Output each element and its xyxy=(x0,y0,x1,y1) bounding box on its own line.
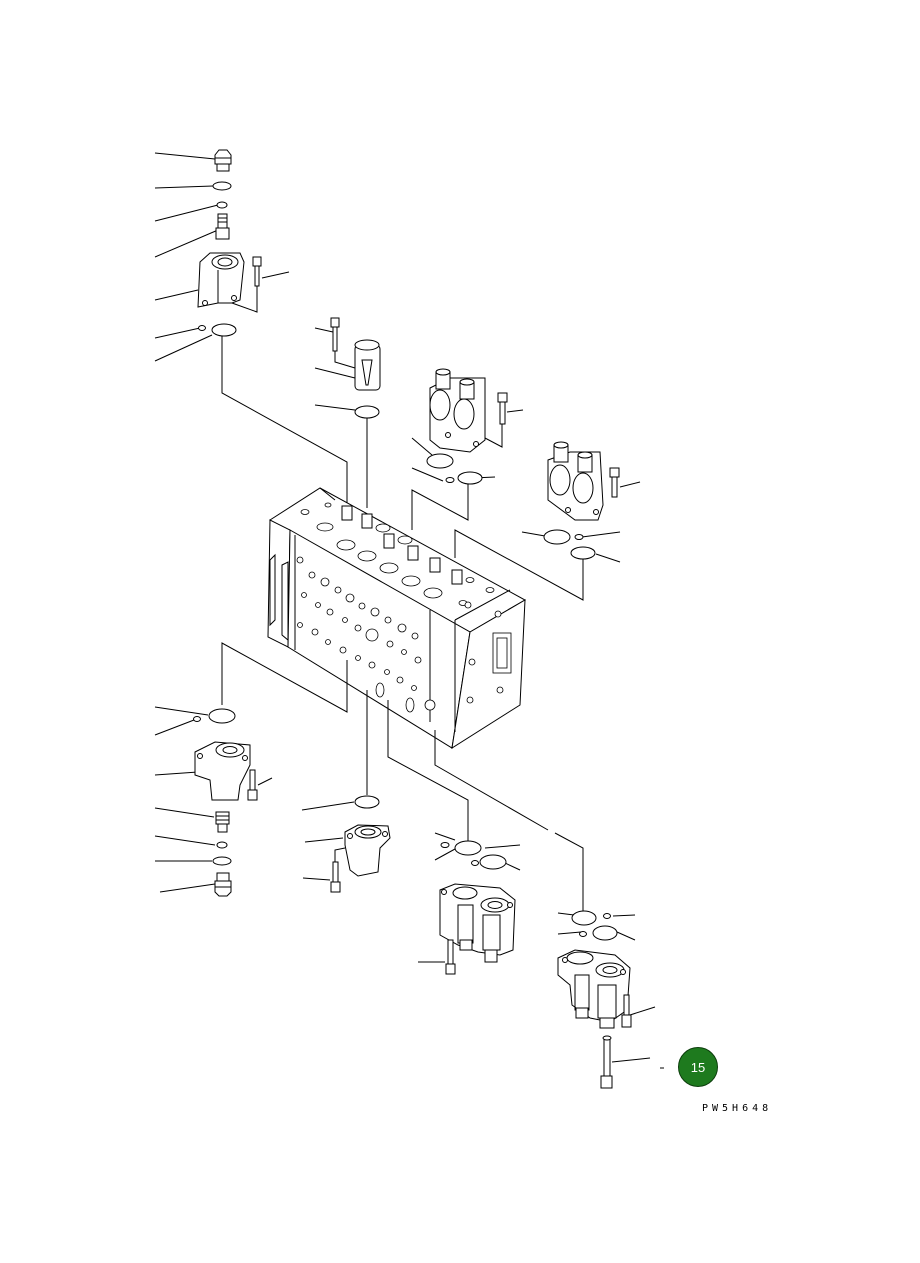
small-o-ring-part[interactable] xyxy=(198,325,206,331)
far-bottom-right-part-stack xyxy=(434,730,664,1089)
page-number-badge[interactable]: 15 xyxy=(678,1047,718,1087)
o-ring-part[interactable] xyxy=(543,529,571,545)
o-ring-part[interactable] xyxy=(457,471,483,485)
bolt-part[interactable] xyxy=(609,467,620,498)
dual-solenoid-valve-part[interactable] xyxy=(547,441,604,521)
relief-valve-body-part[interactable] xyxy=(194,741,251,801)
top-left-part-stack xyxy=(154,149,348,510)
small-o-ring-part[interactable] xyxy=(193,716,201,722)
small-o-ring-part[interactable] xyxy=(579,931,587,937)
pilot-fittings xyxy=(341,505,463,585)
cap-part[interactable] xyxy=(354,339,381,391)
drawing-reference-code: PW5H648 xyxy=(702,1103,773,1114)
o-ring-part[interactable] xyxy=(212,181,232,191)
bolt-part[interactable] xyxy=(330,861,341,893)
main-valve-block[interactable] xyxy=(267,487,527,750)
top-center-part-stack xyxy=(314,317,381,508)
small-o-ring-part[interactable] xyxy=(471,860,479,866)
small-o-ring-part[interactable] xyxy=(445,477,455,483)
small-o-ring-part[interactable] xyxy=(603,913,611,919)
end-face-details xyxy=(269,553,512,704)
relief-valve-body-part[interactable] xyxy=(197,252,245,308)
plug-part[interactable] xyxy=(214,149,232,172)
small-o-ring-part[interactable] xyxy=(574,534,584,540)
cover-part[interactable] xyxy=(344,824,391,877)
dual-solenoid-valve-part[interactable] xyxy=(429,368,486,453)
bolt-part[interactable] xyxy=(330,317,340,352)
bolt-part[interactable] xyxy=(445,939,456,975)
plug-part[interactable] xyxy=(214,872,232,897)
dual-solenoid-valve-part[interactable] xyxy=(439,883,516,963)
o-ring-part[interactable] xyxy=(454,840,482,856)
o-ring-part[interactable] xyxy=(208,708,236,724)
o-ring-part[interactable] xyxy=(211,323,237,337)
front-face-ports xyxy=(296,556,436,713)
o-ring-part[interactable] xyxy=(570,546,596,560)
o-ring-part[interactable] xyxy=(426,453,454,469)
bolt-part[interactable] xyxy=(252,256,262,287)
o-ring-part[interactable] xyxy=(212,856,232,866)
bottom-right-part-stack xyxy=(387,700,521,975)
long-bolt-part[interactable] xyxy=(600,1035,613,1089)
small-o-ring-part[interactable] xyxy=(216,201,228,209)
spring-part[interactable] xyxy=(215,811,230,833)
small-o-ring-part[interactable] xyxy=(440,842,450,848)
spring-part[interactable] xyxy=(215,213,230,240)
bottom-left-part-stack xyxy=(154,642,348,897)
dual-solenoid-valve-part[interactable] xyxy=(557,949,631,1029)
bottom-center-part-stack xyxy=(301,690,391,893)
far-right-part-stack xyxy=(454,441,641,601)
page-number-label: 15 xyxy=(690,1059,706,1075)
bolt-part[interactable] xyxy=(497,392,508,425)
o-ring-part[interactable] xyxy=(571,910,597,926)
top-right-part-stack xyxy=(411,368,524,530)
o-ring-part[interactable] xyxy=(479,854,507,870)
bolt-part[interactable] xyxy=(621,994,632,1028)
o-ring-part[interactable] xyxy=(354,405,380,419)
o-ring-part[interactable] xyxy=(592,925,618,941)
small-o-ring-part[interactable] xyxy=(216,841,228,849)
o-ring-part[interactable] xyxy=(354,795,380,809)
bolt-part[interactable] xyxy=(247,769,258,801)
